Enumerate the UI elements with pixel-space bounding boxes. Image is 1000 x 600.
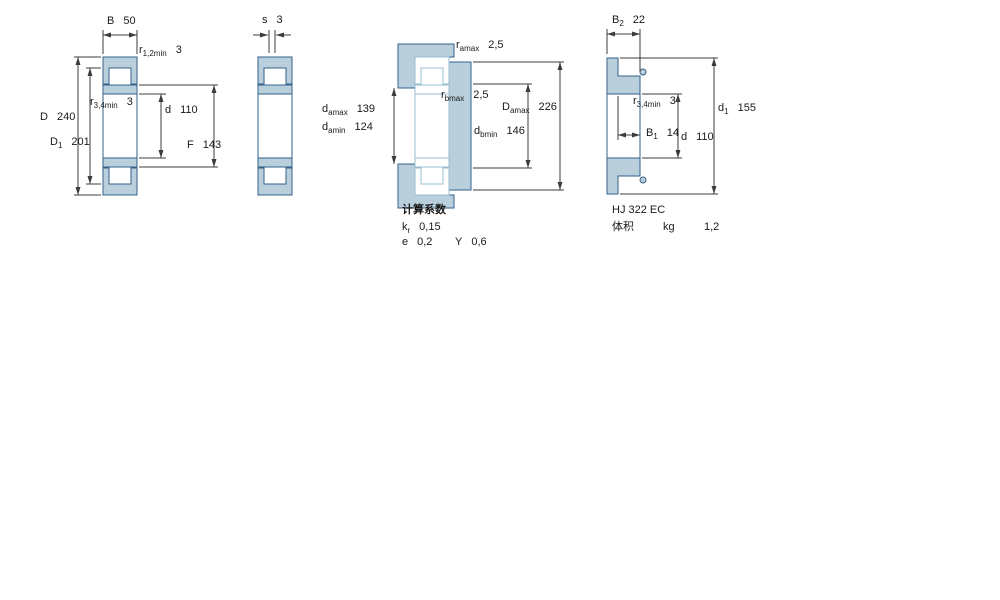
hj-designation: HJ 322 EC	[612, 204, 666, 216]
roller-bottom	[263, 166, 287, 185]
calc-factors-title: 计算系数	[402, 204, 446, 216]
bearing-outline-roller-top	[420, 67, 444, 86]
roller-top	[108, 67, 132, 86]
bearing-side-section	[253, 30, 293, 196]
hj-mass-label: 体积	[612, 221, 634, 233]
roller-top	[263, 67, 287, 86]
inner-ring-top	[257, 84, 293, 95]
hj-mass-value: 1,2	[704, 221, 720, 233]
mounting-dimensions-section	[391, 43, 564, 209]
bearing-outline-inner-bottom	[414, 157, 450, 168]
hj-ring-lip-top	[639, 68, 647, 76]
inner-ring-bottom	[257, 157, 293, 168]
abutment-ring	[448, 61, 472, 191]
hj-ring-top	[606, 57, 641, 95]
bearing-outline-outer-bottom	[414, 167, 450, 196]
bearing-outline-inner-top	[414, 84, 450, 95]
hj-ring-lip-bottom	[639, 176, 647, 184]
inner-ring-bottom	[102, 157, 138, 168]
inner-ring-top	[102, 84, 138, 95]
bearing-cross-section	[74, 30, 218, 196]
outer-ring-bottom	[102, 167, 138, 196]
bearing-outline-roller-bottom	[420, 166, 444, 185]
outer-ring-bottom	[257, 167, 293, 196]
roller-bottom	[108, 166, 132, 185]
hj-ring-bottom	[606, 157, 641, 195]
hj-mass-unit: kg	[663, 221, 675, 233]
hj-angle-ring-section	[606, 29, 718, 195]
